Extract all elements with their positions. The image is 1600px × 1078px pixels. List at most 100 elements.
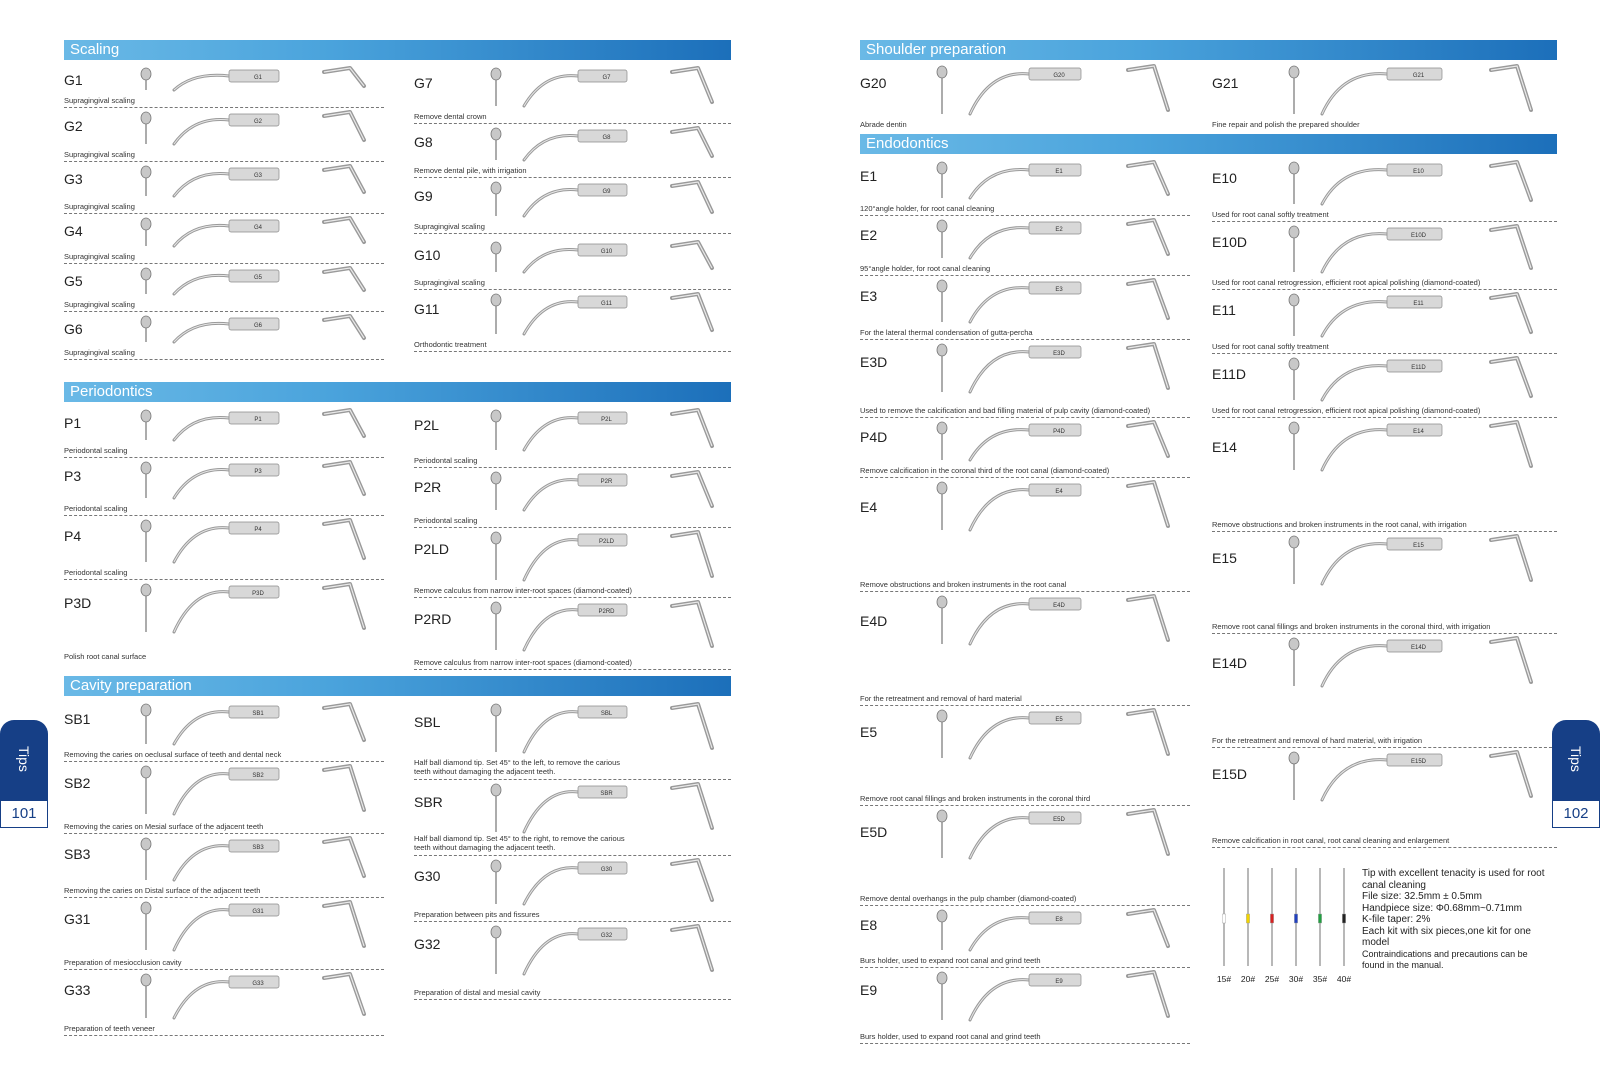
tip-code: P2L: [414, 417, 439, 433]
tip-illustration: G4: [140, 216, 366, 248]
tip-engraving: G3: [254, 173, 263, 179]
k-file-set-image: [1222, 868, 1346, 966]
tip-engraving: G1: [254, 75, 263, 81]
tip-description: Supragingival scaling: [64, 96, 135, 105]
tip-engraving: G21: [1413, 73, 1425, 79]
tab-label: Tips: [1568, 746, 1584, 772]
tip-code: E11D: [1212, 366, 1246, 382]
tip-illustration: G21: [1288, 64, 1533, 116]
tip-code: E10D: [1212, 234, 1248, 250]
tip-code: P3: [64, 468, 82, 484]
tip-engraving: G7: [602, 75, 611, 81]
tip-code: G33: [64, 982, 91, 998]
tip-code: P4: [64, 528, 82, 544]
tip-engraving: E11D: [1411, 365, 1426, 371]
k-file-color-band: [1222, 913, 1226, 924]
tip-code: P1: [64, 415, 82, 431]
tip-engraving: G31: [252, 909, 264, 915]
tip-code: P2RD: [414, 611, 452, 627]
tip-description: Supragingival scaling: [64, 300, 135, 309]
tip-illustration: G11: [490, 292, 714, 336]
tip-description: Used for root canal softly treatment: [1212, 210, 1329, 219]
tip-code: E2: [860, 227, 878, 243]
tip-engraving: P3D: [252, 591, 264, 597]
tip-item: SBL Half ball diamond tip. Set 45° to the…: [414, 700, 731, 780]
tip-description: Supragingival scaling: [414, 278, 485, 287]
tip-engraving: E9: [1055, 979, 1063, 985]
tip-engraving: E15D: [1411, 759, 1427, 765]
tip-illustration: G8: [490, 126, 714, 162]
tip-illustration: SBR: [490, 782, 714, 834]
tip-description: Removing the caries on Mesial surface of…: [64, 822, 264, 831]
tip-engraving: G10: [601, 249, 613, 255]
tip-code: E8: [860, 917, 878, 933]
tip-description: Remove calcification in the coronal thir…: [860, 466, 1110, 475]
tip-description: Preparation of distal and mesial cavity: [414, 988, 541, 997]
tip-engraving: G5: [254, 275, 263, 281]
section-scaling: Scaling: [64, 40, 731, 60]
tip-engraving: E15: [1413, 543, 1424, 549]
tip-code: E4D: [860, 613, 888, 629]
file-size-label: 15#: [1216, 974, 1232, 984]
k-file-color-band: [1294, 913, 1298, 924]
tip-description: Remove root canal fillings and broken in…: [860, 794, 1091, 803]
tip-description: Supragingival scaling: [64, 348, 135, 357]
tip-illustration: G10: [490, 240, 714, 274]
tip-engraving: G4: [254, 225, 263, 231]
side-tab-right: Tips 102: [1552, 720, 1600, 828]
tip-description: Half ball diamond tip. Set 45° to the le…: [414, 758, 621, 776]
side-tab-left: Tips 101: [0, 720, 48, 828]
k-file-color-band: [1318, 913, 1322, 924]
tip-engraving: E14: [1413, 429, 1424, 435]
tip-code: G2: [64, 118, 83, 134]
tip-description: 95°angle holder, for root canal cleaning: [860, 264, 991, 273]
tip-illustration: E5: [936, 708, 1170, 760]
tip-engraving: P2RD: [598, 609, 615, 615]
file-size-label: 25#: [1264, 974, 1280, 984]
tip-code: SB2: [64, 775, 91, 791]
tip-description: Burs holder, used to expand root canal a…: [860, 956, 1041, 965]
tip-code: G30: [414, 868, 441, 884]
tip-illustration: SB3: [140, 836, 366, 882]
tip-illustration: G33: [140, 972, 366, 1020]
tip-illustration: P2LD: [490, 530, 714, 582]
tip-description: Periodontal scaling: [64, 568, 128, 577]
tip-illustration: E14D: [1288, 636, 1533, 688]
section-title: Periodontics: [64, 382, 731, 402]
tip-code: E14D: [1212, 655, 1248, 671]
tip-description: Used to remove the calcification and bad…: [860, 406, 1151, 415]
tip-description: Remove root canal fillings and broken in…: [1212, 622, 1491, 631]
tip-illustration: E1: [936, 160, 1170, 200]
section-endodontics: Endodontics: [860, 134, 1557, 154]
tip-description: For the retreatment and removal of hard …: [1212, 736, 1423, 745]
tip-description: Preparation between pits and fissures: [414, 910, 540, 919]
tip-illustration: E3: [936, 278, 1170, 324]
tip-engraving: SBL: [601, 711, 613, 717]
tip-engraving: P1: [254, 417, 262, 423]
tip-illustration: E14: [1288, 420, 1533, 472]
tip-description: Supragingival scaling: [64, 202, 135, 211]
section-title: Scaling: [64, 40, 731, 60]
tip-engraving: G30: [601, 867, 613, 873]
tip-code: E5: [860, 724, 878, 740]
file-size-label: 40#: [1336, 974, 1352, 984]
file-size-label: 35#: [1312, 974, 1328, 984]
